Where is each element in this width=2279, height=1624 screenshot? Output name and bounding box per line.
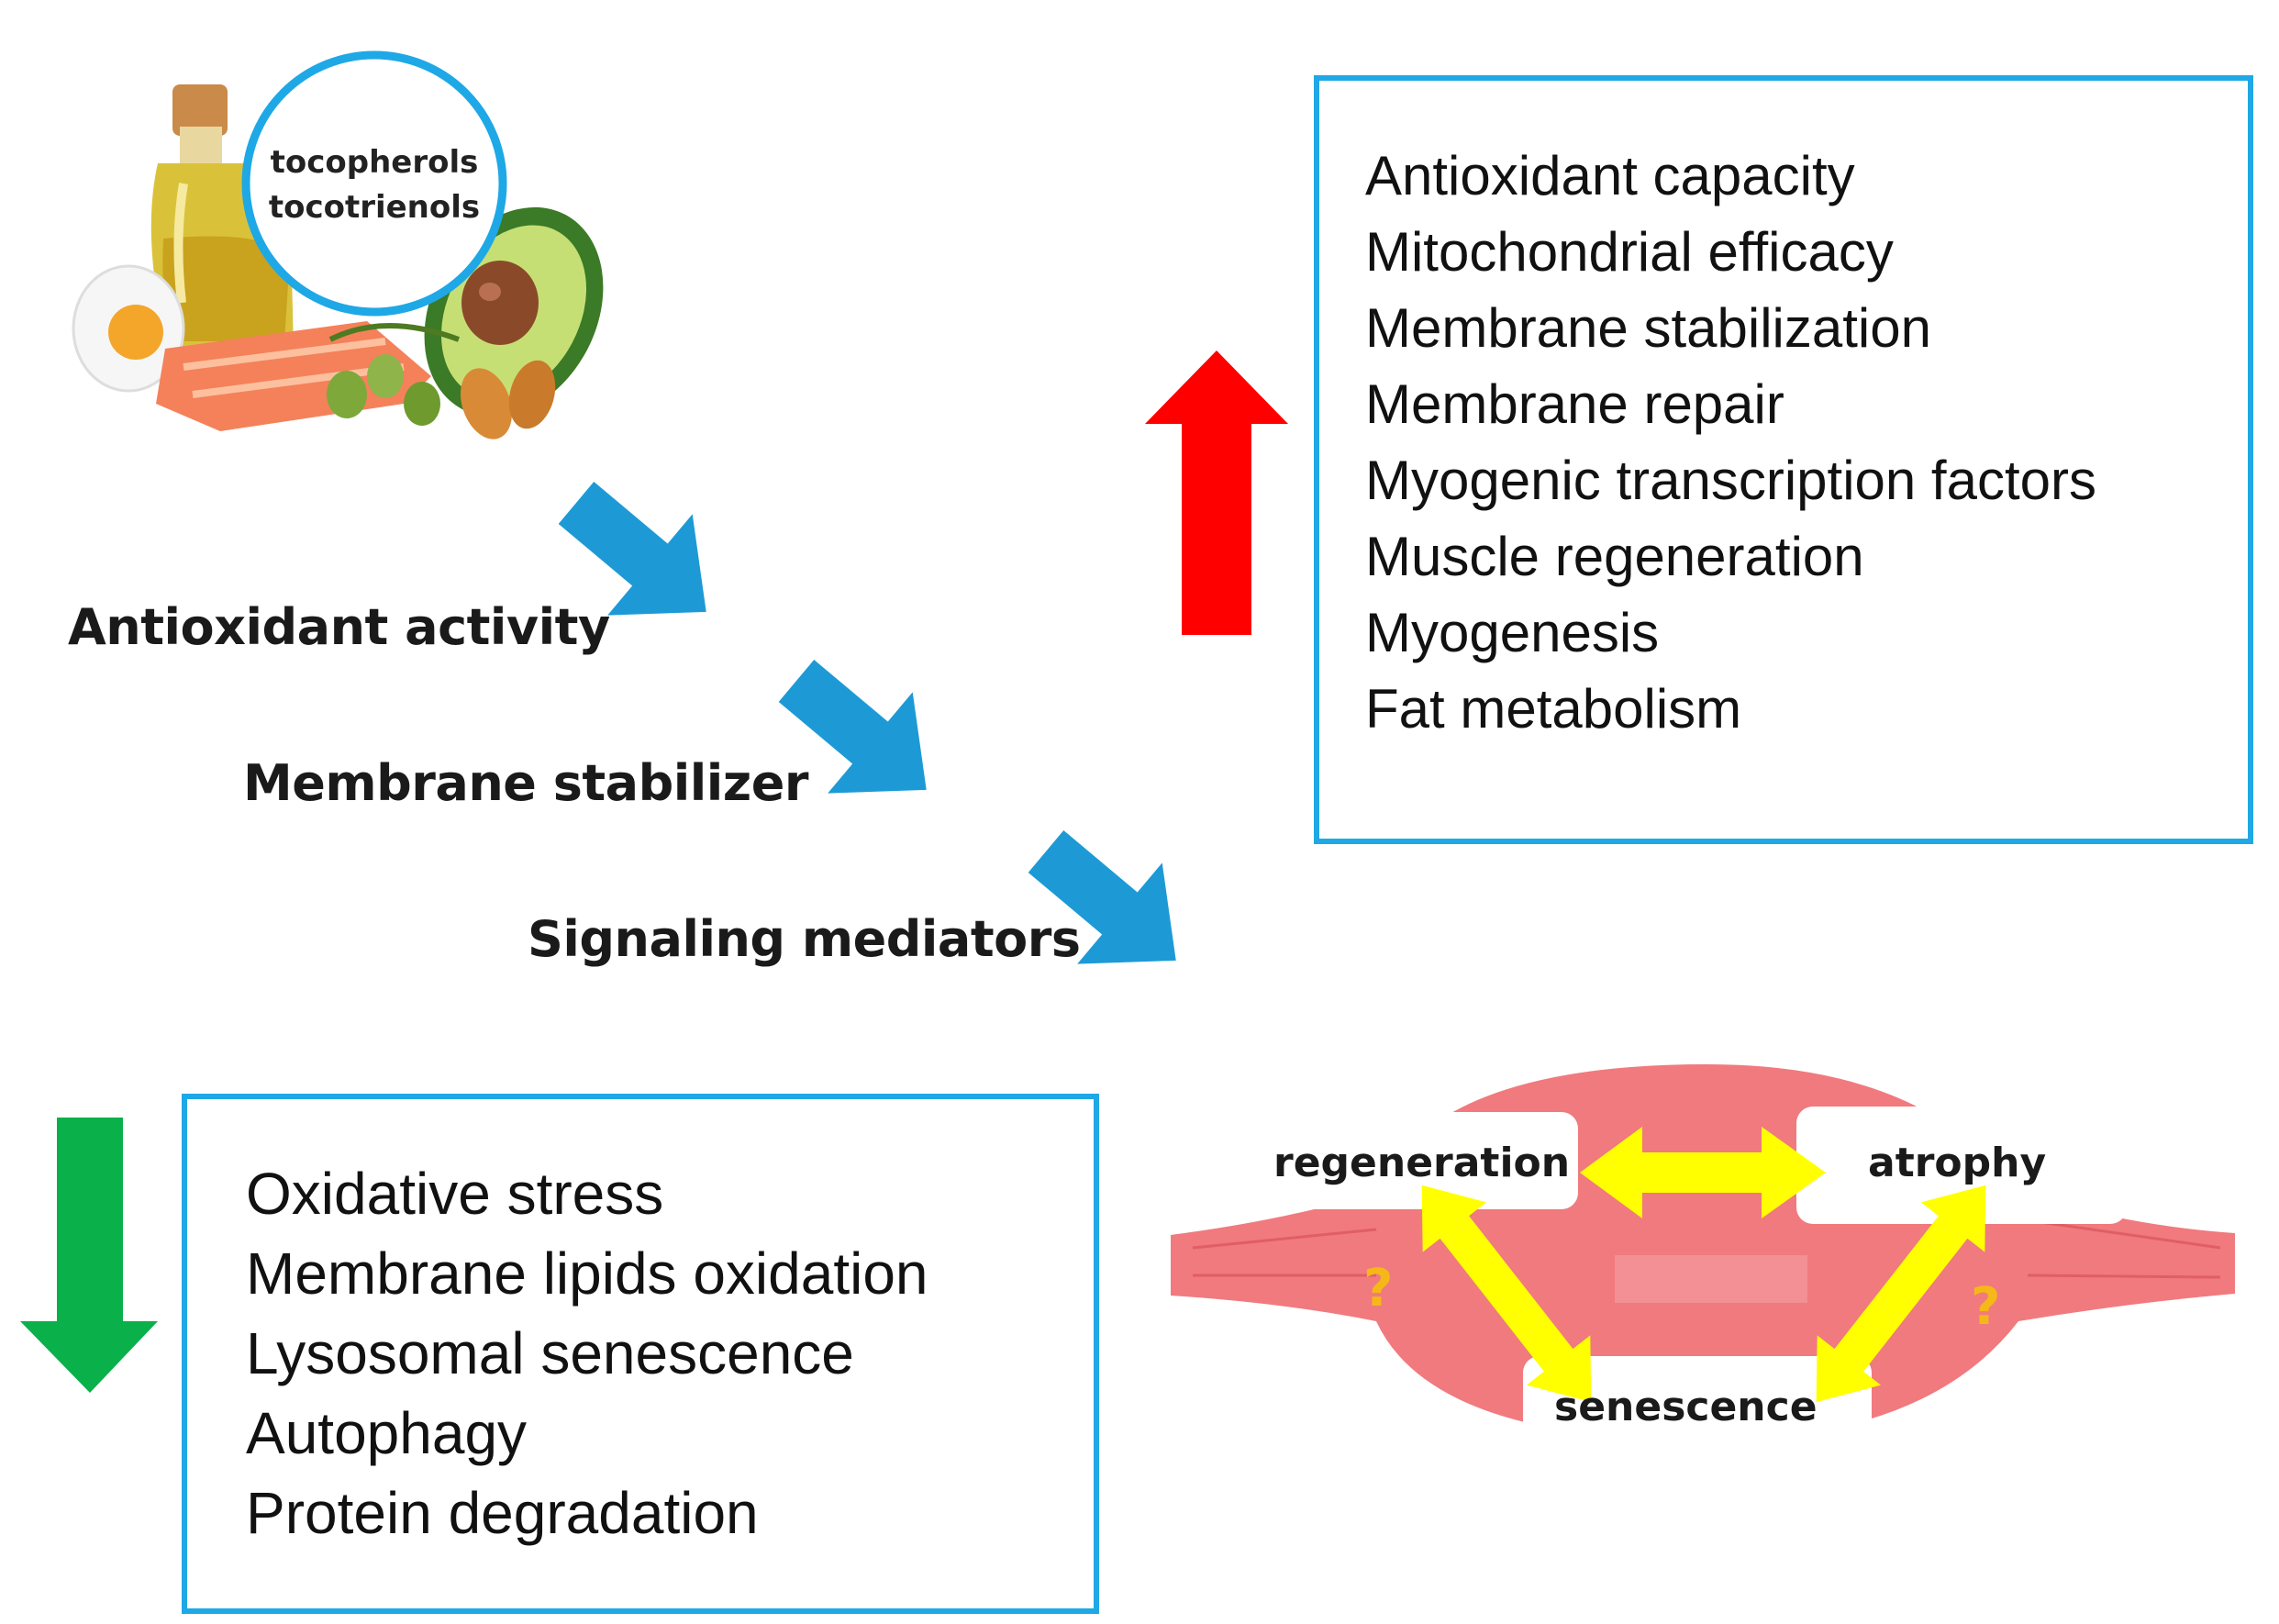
unknown-mark-right: ? bbox=[1971, 1277, 2001, 1337]
regeneration-label: regeneration bbox=[1273, 1140, 1571, 1186]
list-item: Myogenesis bbox=[1365, 602, 1660, 663]
regeneration-senescence-arrow bbox=[1421, 1185, 1592, 1403]
increased-effects-box bbox=[1314, 75, 2253, 844]
flow-arrow-3 bbox=[1028, 830, 1176, 964]
tocotrienols-label: tocotrienols bbox=[268, 189, 481, 226]
food-sources-icon bbox=[72, 50, 604, 439]
transition-arrows bbox=[1421, 1127, 1986, 1403]
senescence-label: senescence bbox=[1554, 1384, 1818, 1430]
flow-arrow-1 bbox=[558, 482, 706, 616]
increased-effects-list: Antioxidant capacity Mitochondrial effic… bbox=[1365, 138, 2096, 747]
atrophy-senescence-arrow bbox=[1816, 1185, 1986, 1403]
list-item: Antioxidant capacity bbox=[1365, 145, 1855, 206]
regeneration-atrophy-arrow bbox=[1580, 1127, 1826, 1218]
muscle-icon bbox=[1171, 1064, 2235, 1444]
mechanism-membrane-stabilizer: Membrane stabilizer bbox=[243, 754, 808, 812]
decreased-effects-list: Oxidative stress Membrane lipids oxidati… bbox=[246, 1154, 928, 1553]
egg-icon bbox=[72, 264, 185, 393]
almonds-icon bbox=[460, 360, 556, 439]
list-item: Protein degradation bbox=[246, 1480, 759, 1546]
list-item: Autophagy bbox=[246, 1400, 528, 1466]
flow-arrow-2 bbox=[778, 660, 927, 794]
unknown-mark-left: ? bbox=[1363, 1259, 1394, 1318]
atrophy-label: atrophy bbox=[1868, 1140, 2047, 1186]
list-item: Membrane repair bbox=[1365, 373, 1784, 435]
list-item: Myogenic transcription factors bbox=[1365, 450, 2096, 511]
list-item: Muscle regeneration bbox=[1365, 526, 1864, 587]
list-item: Membrane lipids oxidation bbox=[246, 1240, 928, 1307]
list-item: Lysosomal senescence bbox=[246, 1320, 854, 1386]
mechanism-signaling-mediators: Signaling mediators bbox=[528, 910, 1081, 968]
flow-arrows bbox=[558, 482, 1176, 964]
olives-icon bbox=[327, 323, 461, 426]
increase-arrow-icon bbox=[1145, 350, 1288, 635]
mechanism-antioxidant-activity: Antioxidant activity bbox=[68, 598, 610, 656]
decreased-effects-box bbox=[182, 1094, 1099, 1614]
list-item: Membrane stabilization bbox=[1365, 297, 1931, 359]
decrease-arrow-icon bbox=[20, 1118, 158, 1393]
list-item: Fat metabolism bbox=[1365, 678, 1742, 740]
list-item: Mitochondrial efficacy bbox=[1365, 221, 1894, 283]
list-item: Oxidative stress bbox=[246, 1161, 664, 1227]
vitamin-e-circle bbox=[241, 50, 507, 317]
tocopherols-label: tocopherols bbox=[270, 144, 479, 181]
